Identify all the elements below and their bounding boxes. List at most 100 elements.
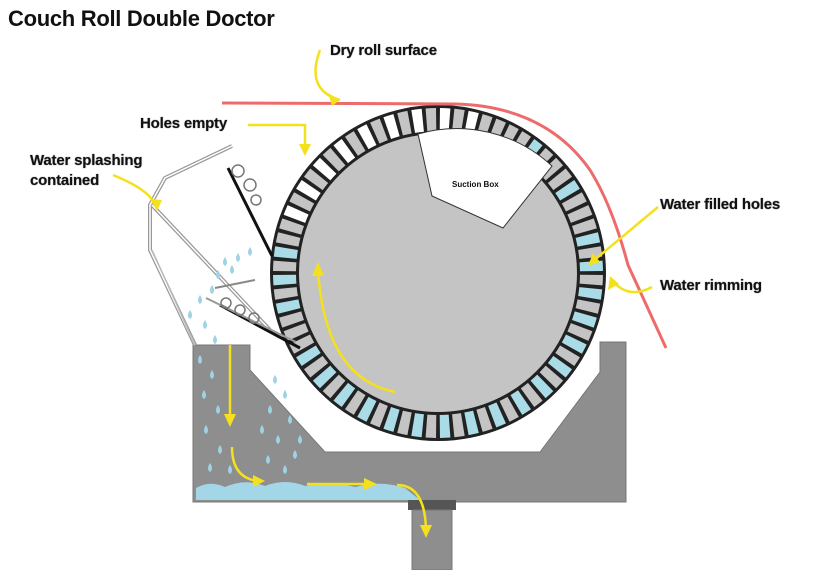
roll-hole: [547, 168, 573, 191]
roll-hole: [312, 365, 337, 389]
roll-hole: [561, 334, 587, 354]
roll-hole: [539, 365, 564, 389]
roll-hole: [370, 118, 388, 144]
water-drops: [188, 247, 302, 474]
roll-hole: [283, 205, 309, 223]
roll-hole: [555, 345, 580, 367]
roll-hole: [510, 390, 532, 415]
roll-hole: [425, 108, 437, 132]
water-drop: [273, 375, 277, 384]
suction-box: [417, 128, 553, 229]
roll-hole: [303, 168, 329, 191]
water-drop: [216, 405, 220, 414]
water-drop: [266, 455, 270, 464]
roll-hole: [425, 414, 437, 438]
roll-hole: [370, 402, 388, 428]
water-drop: [288, 415, 292, 424]
water-drop: [198, 295, 202, 304]
roll-hole: [572, 218, 597, 235]
water-drop: [204, 425, 208, 434]
roll-hole: [575, 299, 601, 314]
roll-hole: [312, 157, 337, 181]
water-drop: [236, 253, 240, 262]
roll-hole: [383, 407, 400, 432]
roll-hole: [322, 147, 346, 172]
water-drop: [260, 425, 264, 434]
roll-hole: [279, 311, 304, 328]
roll-hole: [579, 260, 603, 272]
water-drop: [283, 390, 287, 399]
roll-hole: [344, 131, 366, 156]
roll-hole: [575, 232, 601, 247]
label-contained: contained: [30, 172, 100, 189]
roll-hole: [488, 402, 506, 428]
roll-hole: [303, 355, 329, 378]
drain-pipe: [411, 509, 453, 570]
roll-hole: [383, 114, 400, 139]
roll-hole: [452, 413, 465, 438]
water-drop: [223, 257, 227, 266]
roll-hole: [567, 205, 593, 223]
roll-hole: [452, 108, 465, 133]
roll-hole: [578, 287, 603, 300]
water-drop: [293, 450, 297, 459]
label-holes-empty: Holes empty: [140, 115, 227, 132]
roll-hole: [357, 396, 377, 422]
roll-hole: [499, 396, 519, 422]
arrow-drain: [396, 483, 428, 531]
label-dry-roll-surface: Dry roll surface: [330, 42, 437, 59]
roll-hole: [275, 232, 301, 247]
roll-hole: [397, 110, 412, 136]
label-suction-box: Suction Box: [452, 180, 499, 189]
roll-hole: [579, 274, 603, 286]
roll-hole: [357, 124, 377, 150]
water-drop: [202, 390, 206, 399]
water-drop: [208, 463, 212, 472]
roll-hole: [547, 355, 573, 378]
water-drop: [230, 265, 234, 274]
roll-hole: [555, 179, 580, 201]
roll-hole: [333, 138, 356, 164]
water-drop: [210, 370, 214, 379]
roll-hole: [283, 323, 309, 341]
water-drop: [198, 355, 202, 364]
water-drop: [203, 320, 207, 329]
roll-hole: [561, 192, 587, 212]
roll-hole: [296, 345, 321, 367]
roll-hole: [439, 414, 451, 438]
roll-hole: [578, 246, 603, 259]
water-drop: [248, 247, 252, 256]
roll-hole: [411, 413, 424, 438]
water-drop: [228, 465, 232, 474]
water-drop: [283, 465, 287, 474]
diagram-title: Couch Roll Double Doctor: [8, 6, 275, 31]
arrow-water-rimming: [611, 279, 653, 294]
arrow-rotation: [316, 269, 396, 394]
roll-hole: [275, 299, 301, 314]
roll-hole: [567, 323, 593, 341]
roll-hole: [273, 287, 298, 300]
felt-line: [221, 101, 668, 349]
save-all-tray: [192, 341, 627, 503]
roll-hole: [520, 382, 543, 408]
roll-hole: [273, 246, 298, 259]
roll-hole: [439, 108, 451, 132]
water-drop: [216, 270, 220, 279]
roll-hole: [322, 374, 346, 399]
roll-hole: [279, 218, 304, 235]
roll-hole: [397, 410, 412, 436]
water-drop: [218, 445, 222, 454]
roll-hole: [476, 407, 493, 432]
arrow-holes-empty: [248, 123, 307, 150]
label-water-splashing: Water splashing: [30, 152, 143, 169]
drain-collar: [408, 500, 456, 510]
water-drop: [188, 310, 192, 319]
arrow-splashing: [112, 173, 157, 206]
roll-hole: [289, 334, 315, 354]
upper-doctor-blade: [226, 167, 274, 257]
water-drop: [276, 435, 280, 444]
water-drop: [298, 435, 302, 444]
water-drop: [268, 405, 272, 414]
roll-hole: [572, 311, 597, 328]
